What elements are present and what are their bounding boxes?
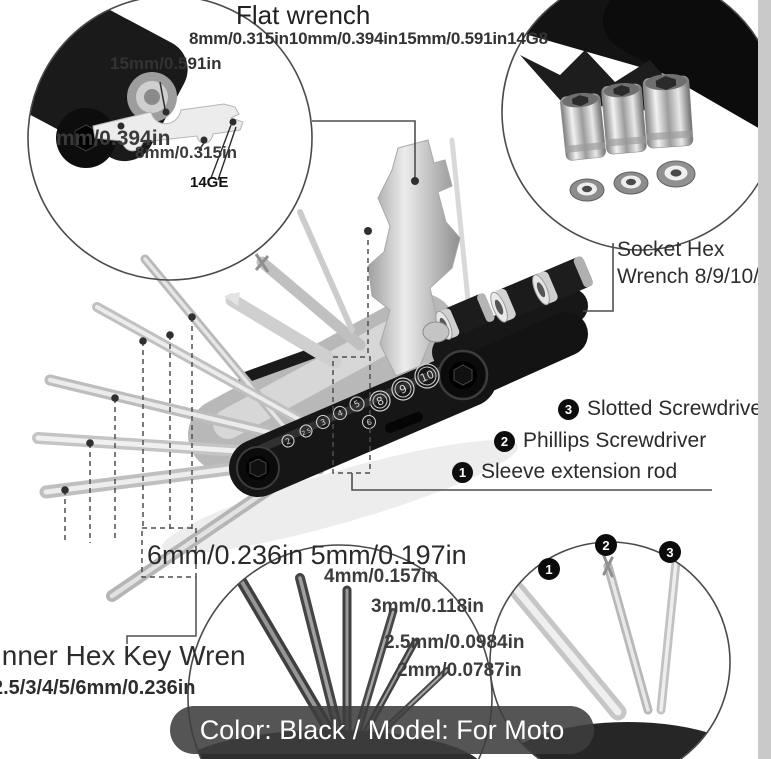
color-model-banner: Color: Black / Model: For Moto (170, 706, 594, 754)
label-10mm: mm/0.394in (56, 127, 171, 150)
fold-out-tools (224, 137, 473, 377)
bit-badge-3: 3 (659, 541, 681, 563)
part-label: Slotted Screwdriver (587, 397, 770, 420)
measure-2-5mm: 2.5mm/0.0984in (384, 632, 525, 653)
detail-circle-hex-sizes (187, 544, 493, 759)
measure-2mm: 2mm/0.0787in (397, 660, 522, 681)
part-number-badge: 3 (558, 398, 579, 420)
label-14ge: 14GE (190, 174, 229, 191)
part-number-badge: 2 (494, 430, 515, 452)
part-label: Sleeve extension rod (481, 460, 678, 483)
svg-text:2.5: 2.5 (301, 427, 313, 437)
measure-4mm: 4mm/0.157in (324, 566, 439, 587)
detail-circle-sockets (501, 0, 771, 251)
measure-6mm-5mm: 6mm/0.236in 5mm/0.197in (147, 540, 467, 570)
part-sleeve-extension-rod: 1 Sleeve extension rod (452, 460, 677, 484)
engraved-sizes: 2 2.5 3 4 5 6 8 9 10 (281, 363, 440, 448)
socket-hex-wrench-label: Socket Hex Wrench 8/9/10/m (617, 236, 771, 291)
flat-wrench-sizes: 8mm/0.315in10mm/0.394in15mm/0.591in14G8 (189, 29, 548, 48)
svg-text:5: 5 (353, 399, 362, 410)
inner-hex-title: Inner Hex Key Wren (0, 640, 246, 671)
detail-circle-flat-wrench (27, 0, 313, 281)
bit-badge-1: 1 (538, 558, 560, 580)
multi-tool: 2 2.5 3 4 5 6 8 9 10 (32, 137, 593, 602)
socket-detail (502, 0, 771, 202)
svg-text:6: 6 (365, 417, 373, 427)
measure-dashes (64, 240, 371, 578)
flat-wrench-detail (28, 0, 244, 181)
label-8mm: 8mm/0.315in (135, 143, 238, 162)
label-15mm: 15mm/0.591in (110, 54, 222, 73)
flat-wrench-title: Flat wrench (236, 0, 371, 30)
callout-lines (126, 120, 712, 644)
socket-cylinders (422, 256, 593, 343)
flat-wrench-tool (367, 139, 461, 377)
pivot-bolt-right (437, 349, 489, 401)
measure-3mm: 3mm/0.118in (371, 596, 485, 617)
svg-text:10: 10 (418, 368, 436, 385)
svg-text:3: 3 (319, 417, 327, 427)
hex-nuts (569, 160, 696, 202)
socket-label-line2: Wrench 8/9/10/m (617, 265, 771, 289)
part-slotted-screwdriver: 3 Slotted Screwdriver (558, 397, 769, 421)
part-label: Phillips Screwdriver (523, 429, 707, 452)
socket-label-line1: Socket Hex (617, 238, 725, 261)
part-number-badge: 1 (452, 461, 473, 483)
banner-text: Color: Black / Model: For Moto (199, 714, 565, 745)
part-phillips-screwdriver: 2 Phillips Screwdriver (494, 429, 706, 453)
svg-text:2: 2 (284, 436, 292, 446)
bit-badge-2: 2 (595, 534, 617, 556)
page-edge-strip (758, 0, 771, 759)
svg-text:9: 9 (397, 382, 409, 397)
measure-dots (61, 227, 372, 494)
svg-text:8: 8 (374, 394, 386, 409)
pivot-bolt-left (236, 446, 280, 490)
inner-hex-sizes: 2.5/3/4/5/6mm/0.236in (0, 677, 196, 699)
svg-text:4: 4 (336, 408, 344, 418)
